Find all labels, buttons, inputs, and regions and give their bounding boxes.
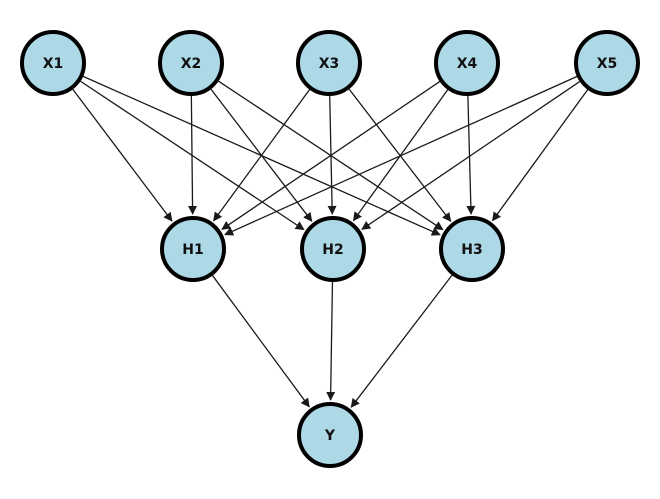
node-circle-input: [574, 30, 640, 96]
node-x4: X4: [434, 30, 500, 96]
edge-x3-h1: [213, 89, 311, 222]
edge-x1-h1: [72, 88, 173, 222]
node-x2: X2: [158, 30, 224, 96]
edge-x4-h3: [466, 95, 476, 215]
edge-h1-y: [212, 275, 310, 408]
node-circle-input: [158, 30, 224, 96]
node-y: Y: [297, 402, 363, 468]
edge-x5-h2: [361, 80, 581, 230]
node-circle-input: [296, 30, 362, 96]
node-circle-hidden: [300, 216, 366, 282]
node-circle-input: [20, 30, 86, 96]
node-x5: X5: [574, 30, 640, 96]
edge-x4-h1: [221, 80, 441, 230]
node-h2: H2: [300, 216, 366, 282]
node-h3: H3: [439, 216, 505, 282]
node-circle-output: [297, 402, 363, 468]
node-circle-hidden: [160, 216, 226, 282]
edge-h2-y: [326, 281, 336, 401]
edge-x5-h3: [492, 89, 589, 222]
edge-x2-h1: [187, 95, 198, 215]
edge-x5-h1: [224, 75, 578, 236]
node-x1: X1: [20, 30, 86, 96]
node-x3: X3: [296, 30, 362, 96]
node-h1: H1: [160, 216, 226, 282]
node-circle-input: [434, 30, 500, 96]
edge-h3-y: [350, 274, 453, 408]
node-circle-hidden: [439, 216, 505, 282]
